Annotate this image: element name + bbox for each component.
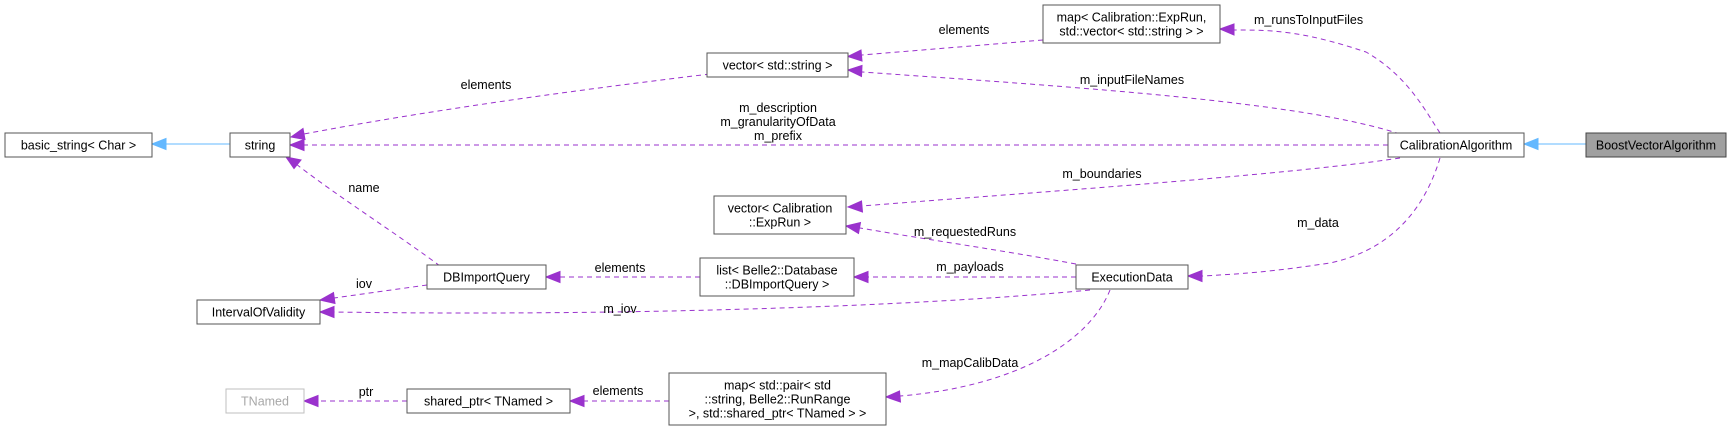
node-tnamed[interactable]: TNamed — [225, 388, 305, 414]
edge-label: elements — [939, 23, 990, 37]
edge-label-line: m_runsToInputFiles — [1254, 13, 1363, 27]
edge-label: m_data — [1297, 216, 1339, 230]
node-label: list< Belle2::Database — [716, 264, 837, 278]
edge-exec-to-vecexp: m_requestedRuns — [844, 221, 1077, 265]
edge-label: elements — [461, 78, 512, 92]
edge-label-line: ptr — [359, 385, 374, 399]
edge-exec-to-mapcalibdata: m_mapCalibData — [884, 289, 1111, 403]
edge-label-line: m_data — [1297, 216, 1339, 230]
node-intervalofvalidity[interactable]: IntervalOfValidity — [196, 299, 321, 325]
node-string[interactable]: string — [229, 132, 291, 158]
node-list-dbimportquery[interactable]: list< Belle2::Database::DBImportQuery > — [699, 257, 855, 297]
edge-exec-to-list: m_payloads — [852, 260, 1076, 284]
edge-label: m_boundaries — [1062, 167, 1141, 181]
edge-label-line: elements — [939, 23, 990, 37]
edge-label: ptr — [359, 385, 374, 399]
edge-label-line: elements — [595, 261, 646, 275]
edge-dbimportquery-to-string: name — [284, 156, 441, 267]
edge-label-line: m_iov — [603, 302, 637, 316]
edge-mappair-to-shared-ptr: elements — [568, 384, 669, 408]
node-label: shared_ptr< TNamed > — [424, 395, 553, 409]
node-executiondata[interactable]: ExecutionData — [1075, 264, 1189, 290]
node-label: basic_string< Char > — [21, 139, 136, 153]
edge-label-line: elements — [461, 78, 512, 92]
edge-label: iov — [356, 277, 373, 291]
edge-calib-to-vecstr: m_inputFileNames — [846, 64, 1401, 135]
edge-label-line: m_granularityOfData — [720, 115, 835, 129]
node-label: IntervalOfValidity — [212, 306, 306, 320]
edge-exec-to-iov: m_iov — [318, 289, 1091, 319]
edge-label-line: m_requestedRuns — [914, 225, 1016, 239]
node-label: ::DBImportQuery > — [725, 278, 830, 292]
node-label: ::ExpRun > — [749, 216, 811, 230]
edge-list-to-dbimportquery: elements — [544, 261, 700, 284]
node-boostvectoralgorithm[interactable]: BoostVectorAlgorithm — [1585, 132, 1727, 158]
edge-label: m_payloads — [936, 260, 1003, 274]
edge-label-line: m_inputFileNames — [1080, 73, 1184, 87]
node-label: ExecutionData — [1091, 271, 1172, 285]
edge-maprun-to-vecstr: elements — [846, 23, 1044, 62]
node-map-exprun-vector-string[interactable]: map< Calibration::ExpRun,std::vector< st… — [1042, 4, 1221, 44]
edge-vecstr-to-string: elements — [289, 73, 711, 141]
edge-dbimportquery-to-iov: iov — [318, 277, 428, 305]
edge-label-line: m_mapCalibData — [922, 356, 1019, 370]
node-map-pair-shared-ptr[interactable]: map< std::pair< std::string, Belle2::Run… — [668, 372, 887, 426]
node-shared-ptr-tnamed[interactable]: shared_ptr< TNamed > — [406, 388, 571, 414]
edge-label: m_mapCalibData — [922, 356, 1019, 370]
edge-calib-to-vecexp: m_boundaries — [846, 157, 1401, 213]
node-label: ::string, Belle2::RunRange — [705, 393, 851, 407]
edge-label: m_inputFileNames — [1080, 73, 1184, 87]
edge-label: m_runsToInputFiles — [1254, 13, 1363, 27]
node-label: map< std::pair< std — [724, 379, 831, 393]
edge-label-line: m_payloads — [936, 260, 1003, 274]
node-label: >, std::shared_ptr< TNamed > > — [689, 407, 867, 421]
edge-label-line: elements — [593, 384, 644, 398]
node-label: map< Calibration::ExpRun, — [1057, 11, 1207, 25]
node-label: vector< Calibration — [728, 202, 833, 216]
edge-label: m_requestedRuns — [914, 225, 1016, 239]
edge-label-line: name — [348, 181, 379, 195]
edge-label: name — [348, 181, 379, 195]
node-label: string — [245, 139, 276, 153]
node-dbimportquery[interactable]: DBImportQuery — [426, 264, 547, 290]
node-vector-calibration-exprun[interactable]: vector< Calibration::ExpRun > — [713, 195, 847, 235]
node-calibrationalgorithm[interactable]: CalibrationAlgorithm — [1387, 132, 1525, 158]
edge-calib-to-maprun: m_runsToInputFiles — [1218, 13, 1441, 134]
node-vector-string[interactable]: vector< std::string > — [706, 52, 849, 78]
edge-label-line: m_boundaries — [1062, 167, 1141, 181]
edge-label: elements — [595, 261, 646, 275]
node-basic-string[interactable]: basic_string< Char > — [4, 132, 153, 158]
edge-string-to-basic-string — [150, 137, 230, 151]
edge-label-line: m_prefix — [754, 129, 803, 143]
edge-boost-to-calibrationalgorithm — [1522, 137, 1586, 151]
edge-label-line: iov — [356, 277, 373, 291]
edge-label: elements — [593, 384, 644, 398]
node-label: vector< std::string > — [723, 59, 833, 73]
edge-shared-ptr-to-tnamed: ptr — [302, 385, 407, 408]
node-label: std::vector< std::string > > — [1059, 25, 1203, 39]
edge-calib-to-execution-data: m_data — [1186, 157, 1441, 283]
node-label: DBImportQuery — [443, 271, 531, 285]
node-label: CalibrationAlgorithm — [1400, 139, 1513, 153]
edge-label-line: m_description — [739, 101, 817, 115]
node-label: TNamed — [241, 395, 289, 409]
node-label: BoostVectorAlgorithm — [1596, 139, 1716, 153]
edge-label: m_iov — [603, 302, 637, 316]
